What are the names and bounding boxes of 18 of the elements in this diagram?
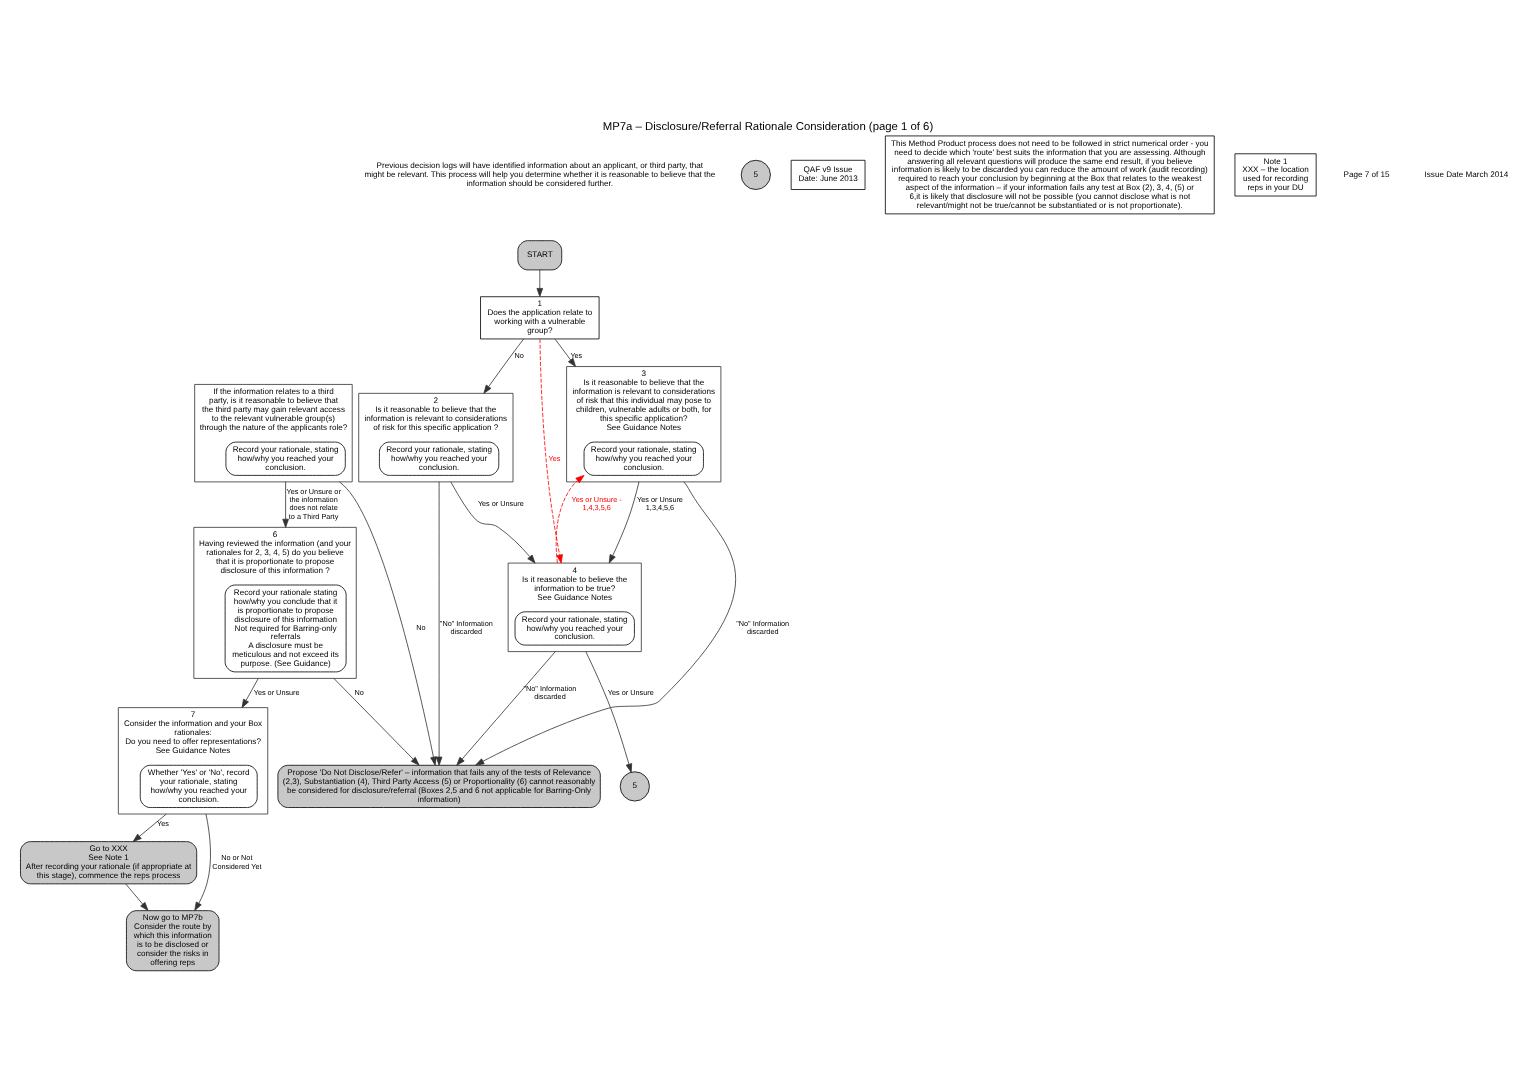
arrow (450, 480, 536, 563)
arrow (539, 337, 563, 563)
arrow (555, 474, 585, 563)
arrow (241, 677, 259, 708)
arrow (132, 812, 167, 841)
arrow (333, 677, 420, 765)
arrow (435, 480, 443, 765)
arrow (125, 882, 149, 910)
arrow (585, 650, 633, 772)
arrow (339, 480, 437, 765)
arrow (282, 480, 289, 527)
arrow (554, 337, 576, 366)
arrow (608, 480, 640, 563)
arrow (536, 268, 544, 296)
arrow (456, 650, 556, 765)
arrow (475, 480, 736, 765)
arrow (483, 337, 525, 393)
arrow (194, 812, 211, 910)
